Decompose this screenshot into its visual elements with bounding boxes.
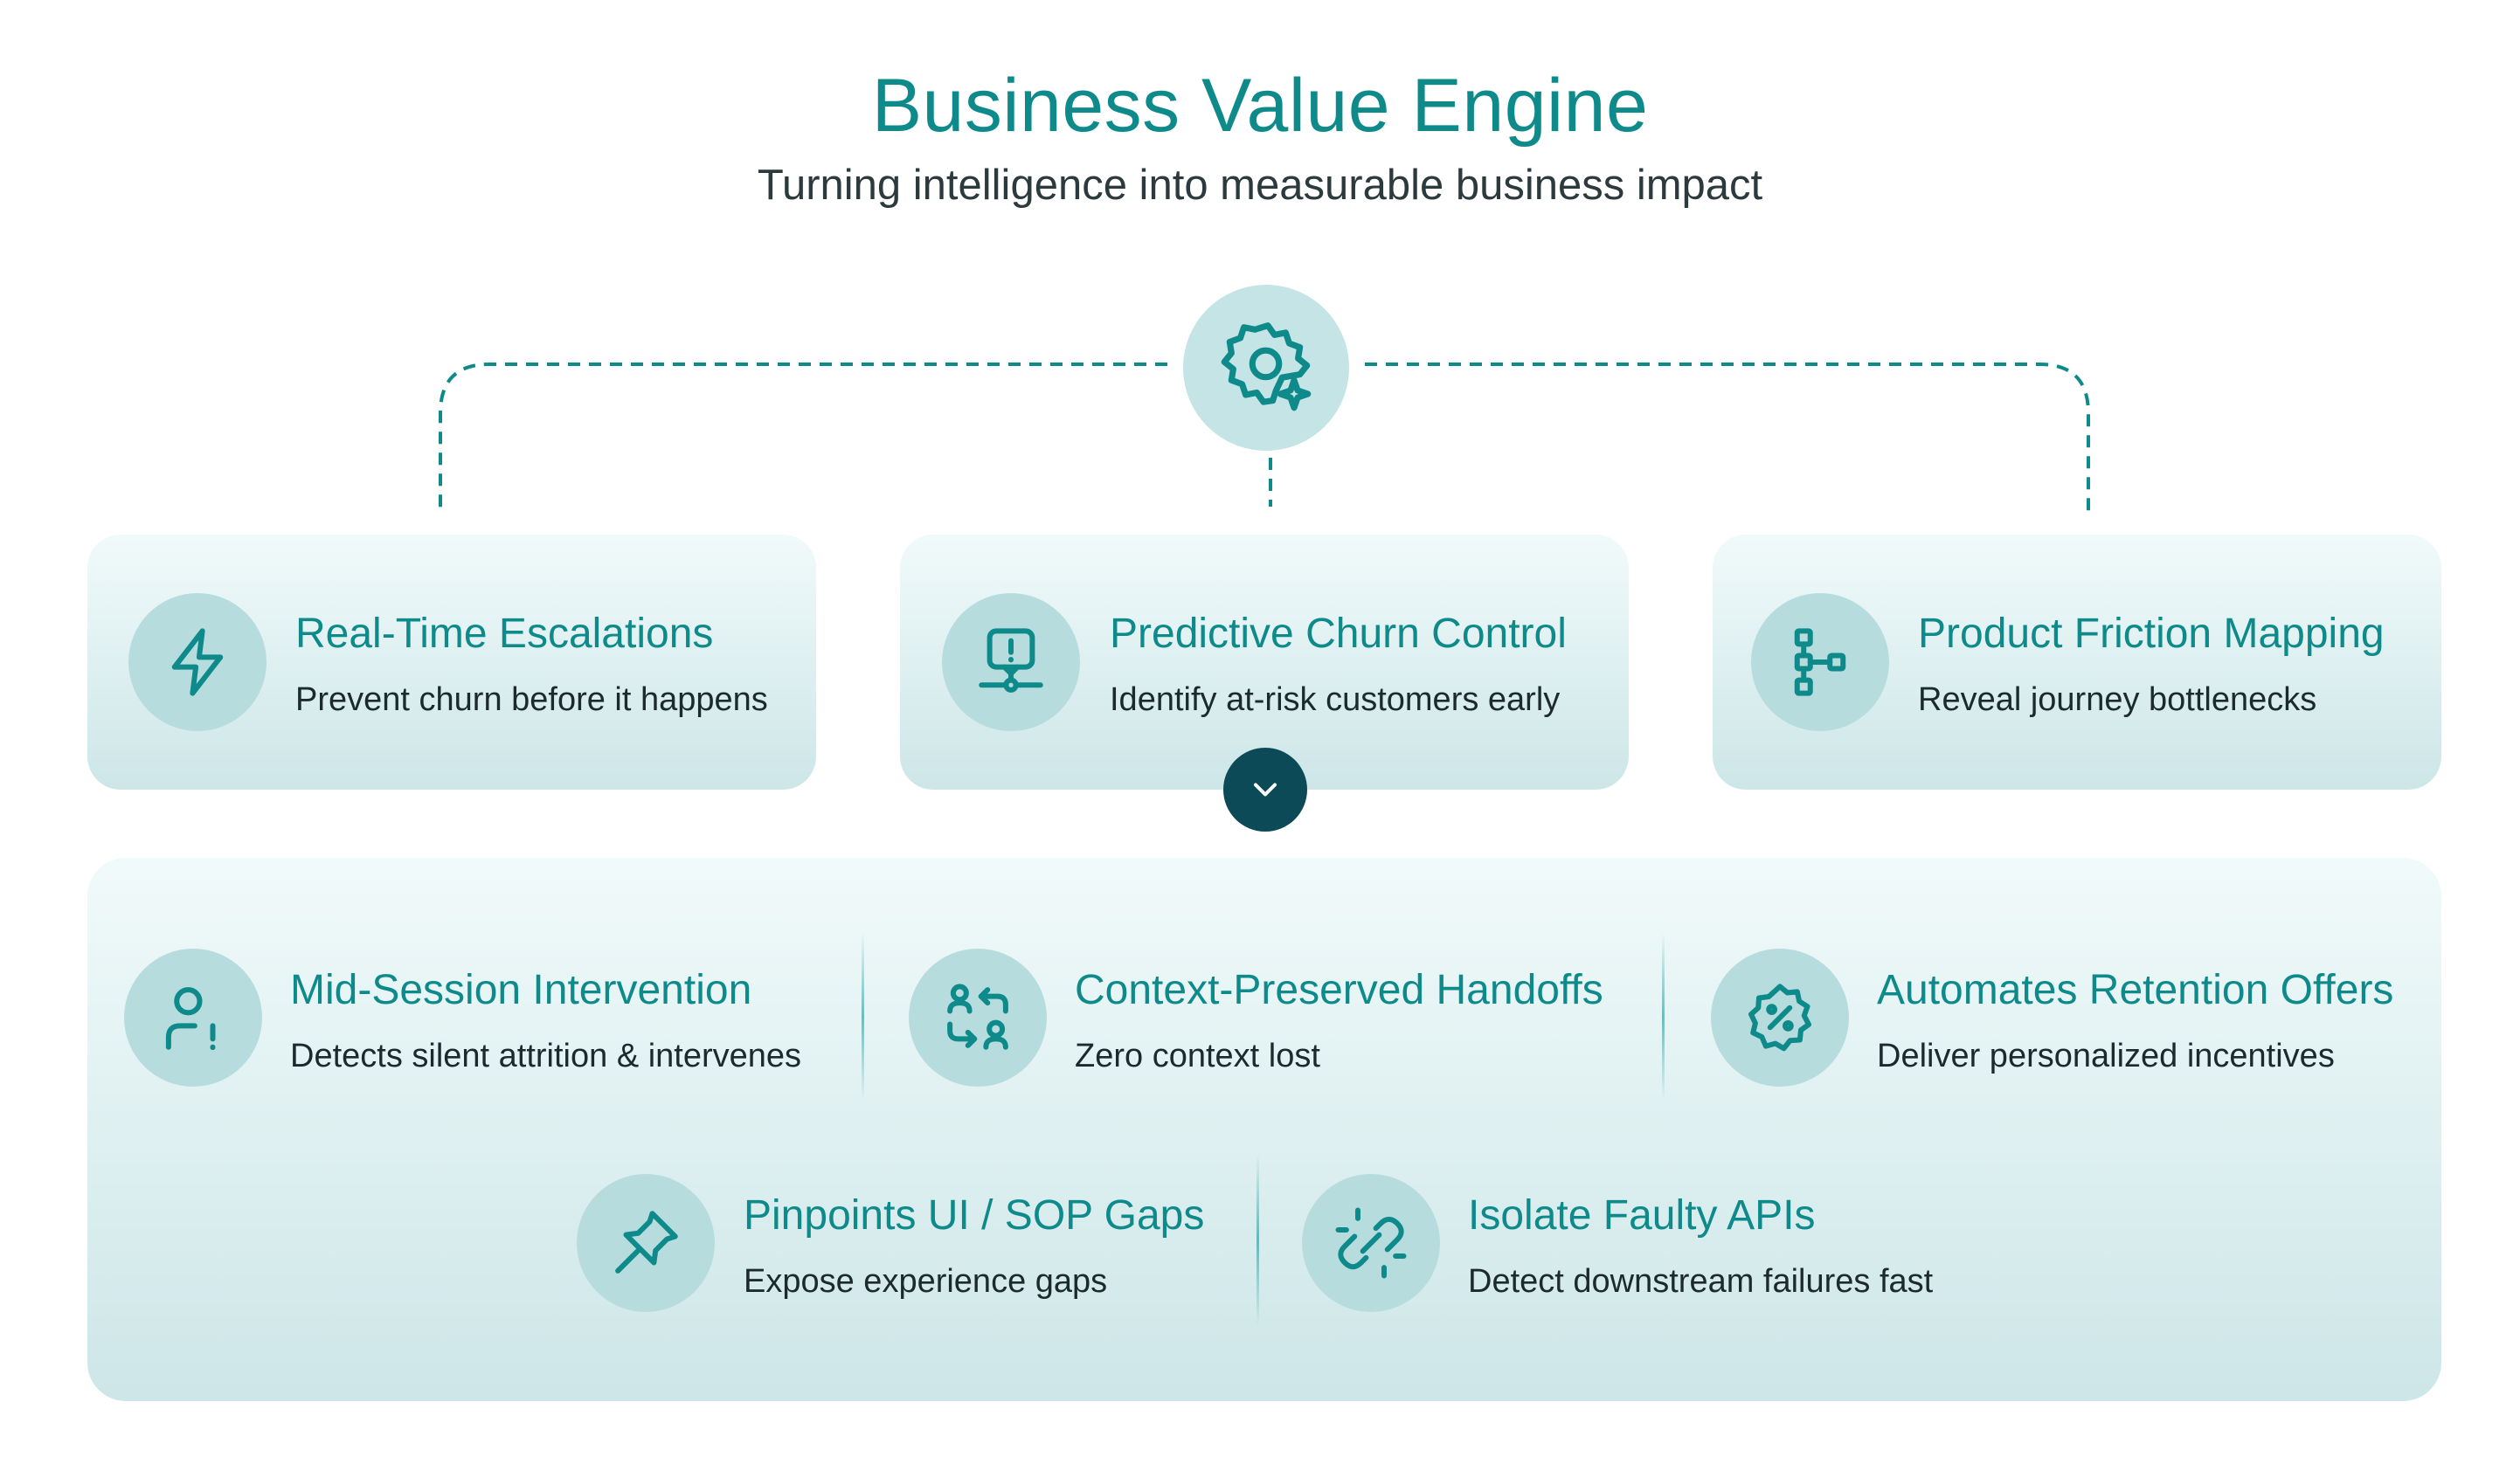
page-subtitle: Turning intelligence into measurable bus… [757, 162, 1763, 209]
divider [862, 933, 864, 1101]
capability-description: Zero context lost [1075, 1038, 1320, 1074]
capability-title: Pinpoints UI / SOP Gaps [744, 1192, 1205, 1239]
capability-description: Expose experience gaps [744, 1263, 1108, 1300]
chevron-down-icon [1253, 783, 1277, 797]
engine-hub [1183, 285, 1349, 451]
capability-icon-container [577, 1174, 715, 1312]
connector-right [1365, 363, 2090, 511]
capability-title: Automates Retention Offers [1877, 967, 2394, 1013]
card-title: Real-Time Escalations [295, 611, 714, 657]
capability-description: Deliver personalized incentives [1877, 1038, 2335, 1074]
user-alert-icon [165, 987, 216, 1051]
broken-link-icon [1335, 1207, 1407, 1279]
monitor-alert-icon [979, 628, 1043, 693]
pin-icon [615, 1211, 678, 1274]
capability-title: Context-Preserved Handoffs [1075, 967, 1603, 1013]
capability-title: Mid-Session Intervention [290, 967, 752, 1013]
card-description: Prevent churn before it happens [295, 681, 768, 718]
card-product-friction-mapping[interactable]: Product Friction Mapping Reveal journey … [1713, 535, 2441, 790]
expand-button[interactable] [1223, 748, 1307, 832]
capability-icon-container [1711, 949, 1849, 1087]
capability-title: Isolate Faulty APIs [1468, 1192, 1816, 1239]
card-description: Reveal journey bottlenecks [1918, 681, 2317, 718]
lightning-icon [171, 628, 224, 696]
gear-sparkle-icon [1221, 322, 1312, 411]
capability-icon-container [909, 949, 1047, 1087]
discount-badge-icon [1748, 984, 1811, 1052]
capability-icon-container [124, 949, 262, 1087]
card-icon-container [128, 593, 267, 731]
divider [1662, 933, 1665, 1101]
flow-map-icon [1794, 628, 1846, 696]
user-swap-icon [947, 984, 1008, 1050]
capability-description: Detect downstream failures fast [1468, 1263, 1934, 1300]
divider [1257, 1155, 1259, 1326]
capabilities-panel: Mid-Session Intervention Detects silent … [87, 858, 2441, 1401]
capability-description: Detects silent attrition & intervenes [290, 1038, 802, 1074]
card-real-time-escalations[interactable]: Real-Time Escalations Prevent churn befo… [87, 535, 816, 790]
capability-icon-container [1302, 1174, 1440, 1312]
card-predictive-churn-control[interactable]: Predictive Churn Control Identify at-ris… [900, 535, 1629, 790]
card-icon-container [1751, 593, 1889, 731]
card-title: Product Friction Mapping [1918, 611, 2385, 657]
card-title: Predictive Churn Control [1110, 611, 1567, 657]
connector-left [439, 363, 1167, 511]
page-title: Business Value Engine [871, 64, 1649, 148]
card-description: Identify at-risk customers early [1110, 681, 1561, 718]
card-icon-container [942, 593, 1080, 731]
